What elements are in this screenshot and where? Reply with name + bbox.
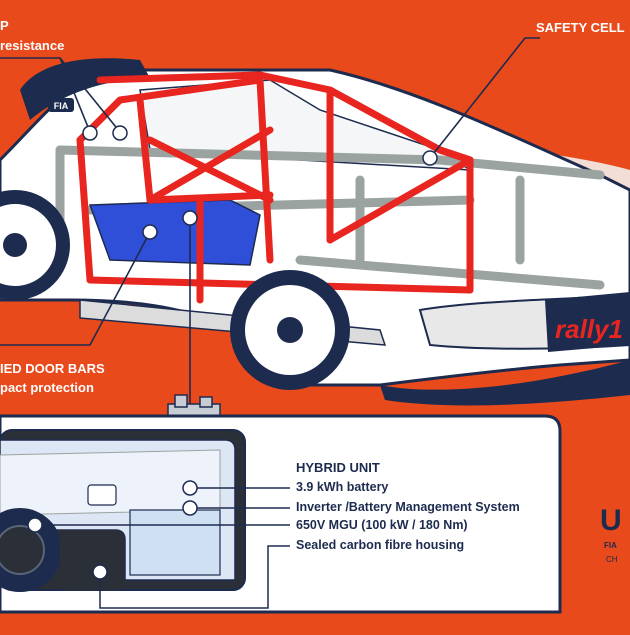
hybrid-marker (182, 480, 198, 496)
battery-compartment (88, 199, 261, 266)
callout-lines (0, 37, 540, 410)
wheel-front (230, 270, 350, 390)
hybrid-marker (182, 500, 198, 516)
rally-livery-text: rally1 (555, 314, 623, 344)
hybrid-marker (27, 517, 43, 533)
hybrid-item-mgu: 650V MGU (100 kW / 180 Nm) (296, 518, 468, 532)
hybrid-item-housing: Sealed carbon fibre housing (296, 538, 465, 552)
hybrid-leader-lines (35, 487, 290, 609)
wheel-rear (0, 190, 70, 300)
rally-livery-panel (545, 292, 630, 352)
callout-marker (182, 210, 198, 226)
door-bars-sub: pact protection (0, 380, 94, 395)
callout-marker (422, 150, 438, 166)
top-left-sub: resistance (0, 38, 65, 53)
logo-line1: FIA (604, 541, 617, 550)
hybrid-marker (92, 564, 108, 580)
door-bars-heading: IED DOOR BARS (0, 361, 105, 376)
wrc-logo: U FIA CH (600, 504, 622, 564)
hybrid-item-inverter: Inverter /Battery Management System (296, 500, 520, 514)
logo-line2: CH (606, 555, 618, 564)
callout-markers (82, 125, 438, 240)
fia-badge (48, 98, 74, 112)
hybrid-markers (27, 480, 198, 580)
hybrid-unit-panel (0, 414, 562, 614)
top-left-heading: P (0, 18, 9, 33)
hybrid-unit-title: HYBRID UNIT (296, 460, 380, 475)
callout-marker (112, 125, 128, 141)
hybrid-item-battery: 3.9 kWh battery (296, 480, 389, 494)
safety-cell-label: SAFETY CELL (536, 20, 625, 35)
callout-marker (142, 224, 158, 240)
fia-badge-text: FIA (54, 101, 69, 111)
callout-marker (82, 125, 98, 141)
logo-mark: U (600, 504, 622, 537)
